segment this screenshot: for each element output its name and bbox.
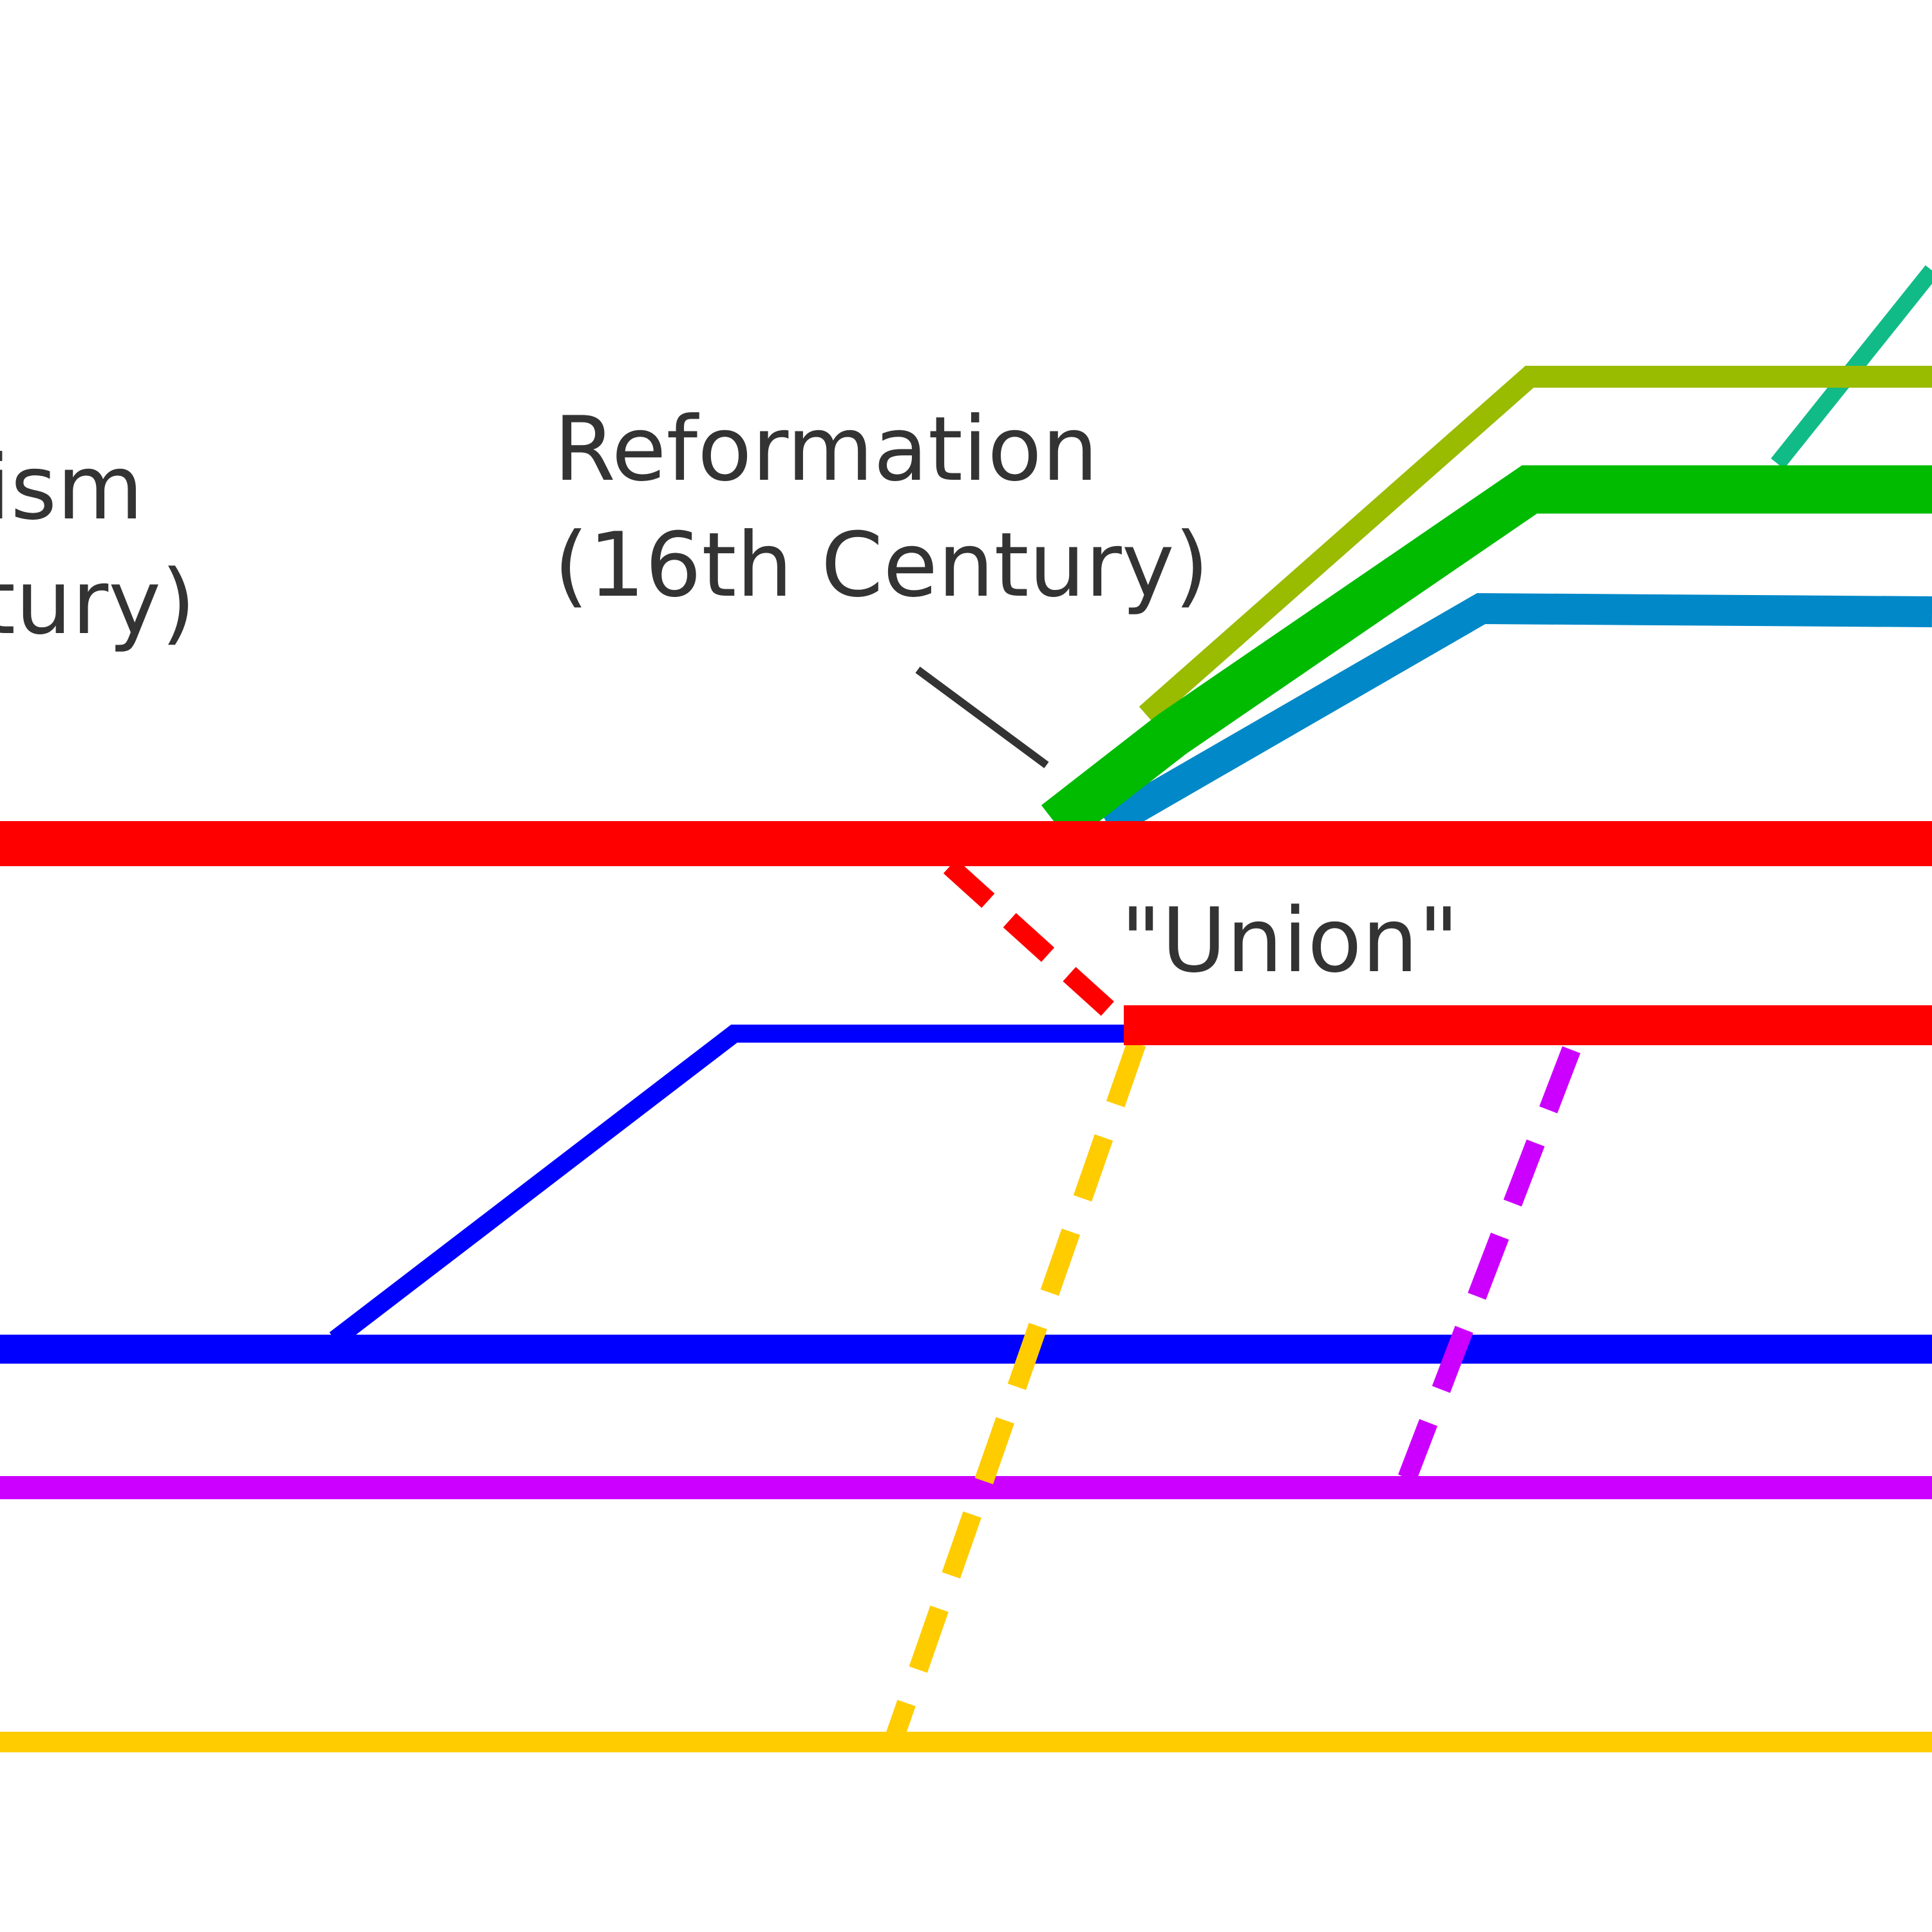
reformation-label-line1: Reformation: [554, 397, 1098, 501]
blue-branch-line: [329, 1025, 1124, 1347]
purple-dashed-connector: [1397, 1046, 1581, 1482]
reformation-pointer-line: [915, 667, 1049, 768]
union-label: "Union": [1121, 889, 1459, 992]
green-branch-line: [1041, 465, 1932, 844]
red-dashed-union-connector: [943, 858, 1124, 1025]
cyan-blue-branch-line: [1099, 592, 1932, 838]
left-partial-label-line1: ism: [0, 436, 144, 540]
left-partial-label-line2: tury): [0, 551, 196, 654]
olive-green-branch-line: [1139, 366, 1932, 723]
reformation-label-line2: (16th Century): [554, 513, 1209, 617]
yellow-dashed-connector: [886, 1040, 1146, 1739]
